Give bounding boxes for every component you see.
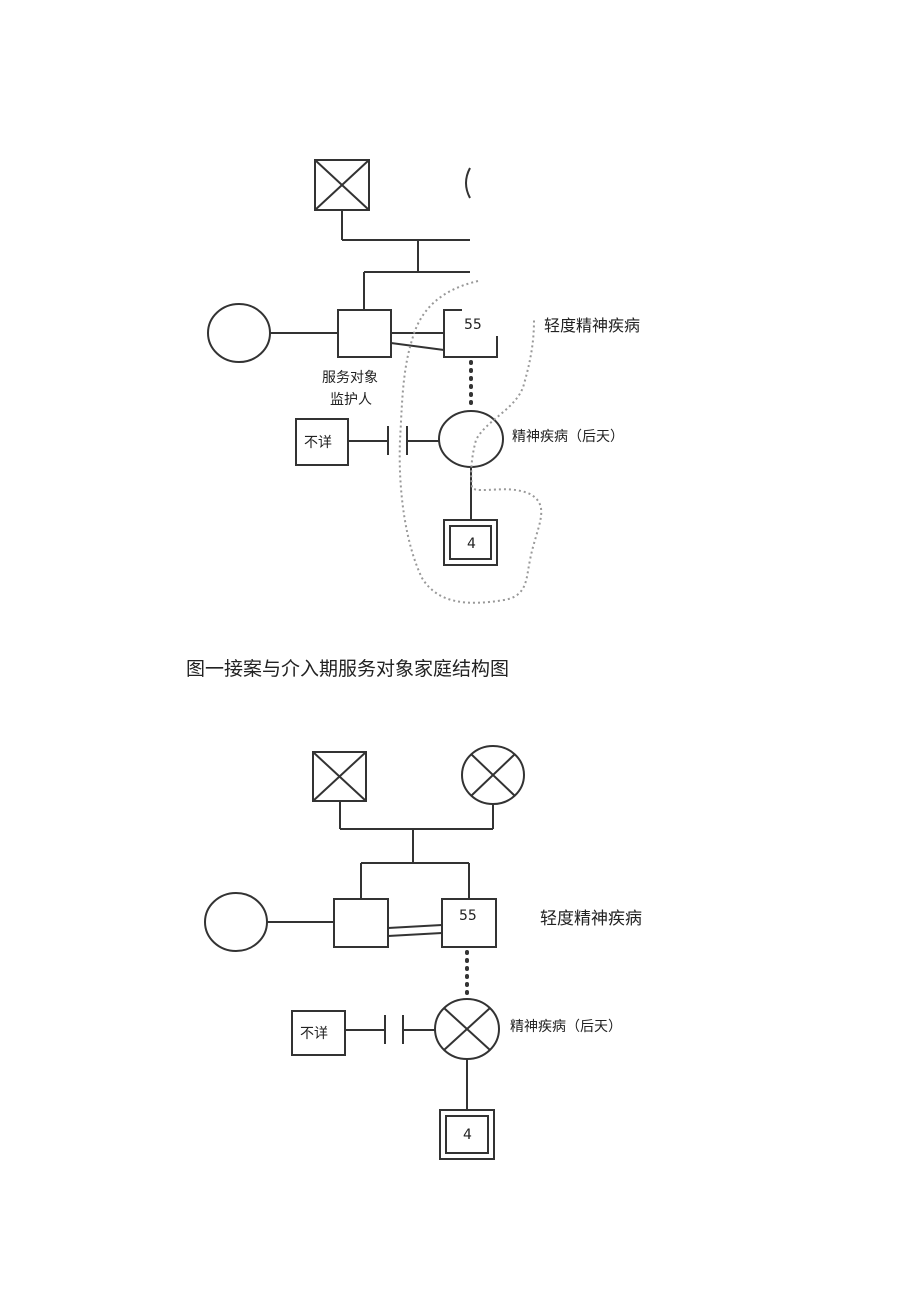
guardian-wife-2 (204, 892, 268, 952)
client-condition-2: 精神疾病（后天） (510, 1019, 622, 1035)
deceased-grandfather-2 (312, 751, 367, 802)
siblings-link-line-2 (390, 342, 445, 351)
client-circle-2 (434, 998, 500, 1060)
patient-father-condition-2: 轻度精神疾病 (540, 909, 642, 929)
patient-father-age: 55 (464, 317, 482, 333)
patient-father-square (443, 309, 498, 358)
guardian-square (337, 309, 392, 358)
household-boundary (398, 280, 543, 604)
genogram-figure-1: 55 轻度精神疾病 服务对象 监护人 精神疾病（后天） 不详 4 (207, 159, 640, 604)
deceased-grandmother-2 (461, 745, 525, 805)
unknown-partner-square (295, 418, 349, 466)
child-inner-square-2 (445, 1115, 489, 1154)
patient-father-square-2 (441, 898, 497, 948)
unknown-partner-label-2: 不详 (300, 1026, 328, 1042)
client-condition: 精神疾病（后天） (512, 429, 624, 445)
unknown-partner-square-2 (291, 1010, 346, 1056)
genogram-figure-2: 55 轻度精神疾病 精神疾病（后天） 不详 4 (204, 745, 642, 1160)
siblings-link-line-2a (387, 924, 443, 929)
guardian-label-line1: 服务对象 (322, 370, 378, 386)
siblings-link-line-2b (387, 932, 443, 937)
patient-father-age-2: 55 (459, 908, 477, 924)
guardian-wife (207, 303, 271, 363)
child-age: 4 (467, 536, 476, 552)
grandmother-partial (465, 167, 471, 199)
figure-caption: 图一接案与介入期服务对象家庭结构图 (186, 658, 509, 680)
guardian-square-2 (333, 898, 389, 948)
child-age-2: 4 (463, 1127, 472, 1143)
patient-father-condition: 轻度精神疾病 (544, 316, 640, 335)
deceased-grandfather (314, 159, 370, 211)
client-circle (438, 410, 504, 468)
child-inner-square (449, 525, 492, 560)
guardian-label-line2: 监护人 (330, 392, 372, 408)
unknown-partner-label: 不详 (304, 435, 332, 451)
